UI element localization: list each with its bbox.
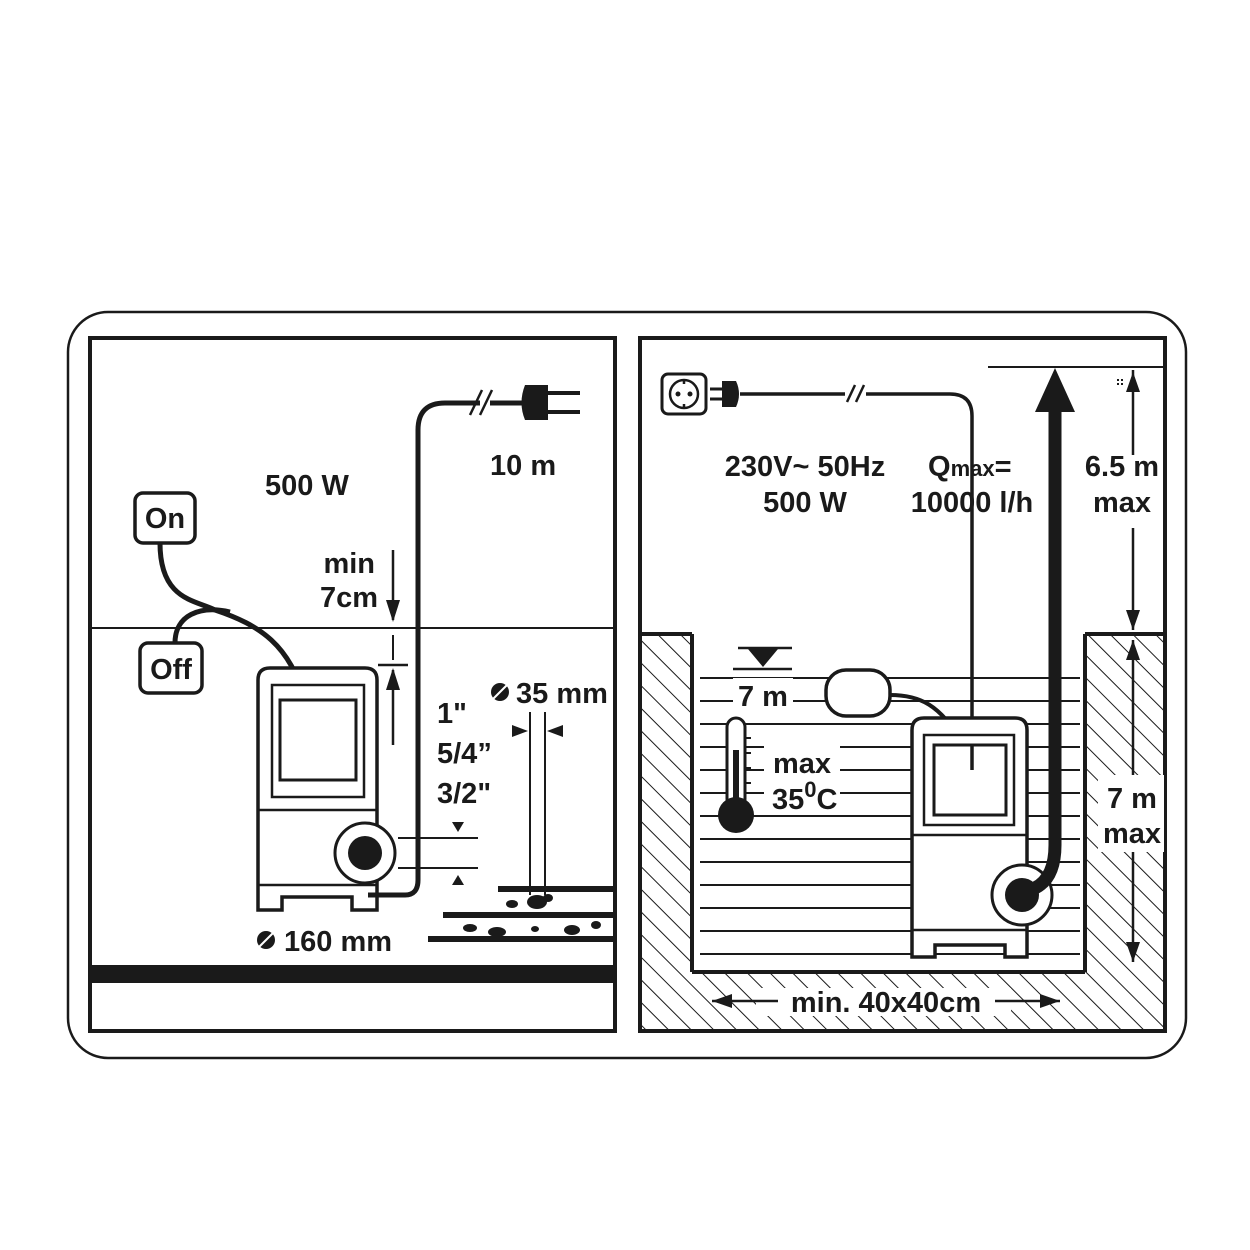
off-switch-box (138, 641, 204, 695)
float-cable-branch (172, 607, 231, 644)
off-label: Off (150, 654, 192, 686)
head-label-1: 6.5 m (1085, 451, 1159, 483)
depth-label-2: max (1103, 818, 1161, 850)
right-pump (910, 716, 1054, 959)
power-label: 500 W (265, 470, 349, 502)
pump-outlet-right (1005, 878, 1039, 912)
voltage-label: 230V~ 50Hz (725, 451, 885, 483)
left-panel: On Off 500 W 10 m min 7cm (88, 336, 617, 1033)
marker-dots (1117, 379, 1123, 385)
plug-icon (521, 385, 548, 420)
pump-outlet (348, 836, 382, 870)
water-level-label: 7 m (738, 681, 788, 713)
left-panel-border (88, 336, 617, 1033)
plug-icon-2 (722, 381, 739, 407)
pump-diameter-label: 160 mm (284, 926, 392, 958)
depth-label-1: 7 m (1107, 783, 1157, 815)
outer-frame (66, 310, 1188, 1060)
temp-label-1: max (773, 748, 831, 780)
outlet-size-3: 3/2" (437, 778, 491, 810)
discharge-arrow-head (1035, 368, 1075, 412)
temp-label-2: 350C (772, 777, 838, 816)
cable-length-label: 10 m (490, 450, 556, 482)
outlet-size-2: 5/4” (437, 738, 492, 770)
left-pump (256, 666, 397, 912)
power-label-right: 500 W (763, 487, 847, 519)
min-depth-arrow-up (386, 668, 400, 690)
sediment-stones (463, 894, 601, 937)
flow-label: Qmax= (928, 451, 1012, 483)
floor-bar (90, 965, 615, 983)
min-depth-label-2: 7cm (320, 582, 378, 614)
discharge-pipe (1031, 410, 1062, 894)
discharge-hose (368, 400, 480, 898)
thermometer-icon (718, 716, 754, 833)
head-label-2: max (1093, 487, 1151, 519)
right-panel-border (638, 336, 1167, 1033)
outlet-size-1: 1" (437, 698, 467, 730)
on-label: On (145, 503, 185, 535)
min-depth-arrow-down (386, 600, 400, 622)
shaft-size-label: min. 40x40cm (791, 987, 981, 1019)
flow-value-label: 10000 l/h (911, 487, 1034, 519)
on-switch-box (133, 491, 197, 545)
particle-size-label: 35 mm (516, 678, 608, 710)
water-level-triangle (748, 649, 778, 667)
soil-left (642, 636, 692, 1029)
min-depth-label-1: min (323, 548, 375, 580)
float-switch (824, 668, 892, 718)
right-panel: 230V~ 50Hz 500 W Qmax= 10000 l/h 6.5 m m… (638, 336, 1167, 1033)
